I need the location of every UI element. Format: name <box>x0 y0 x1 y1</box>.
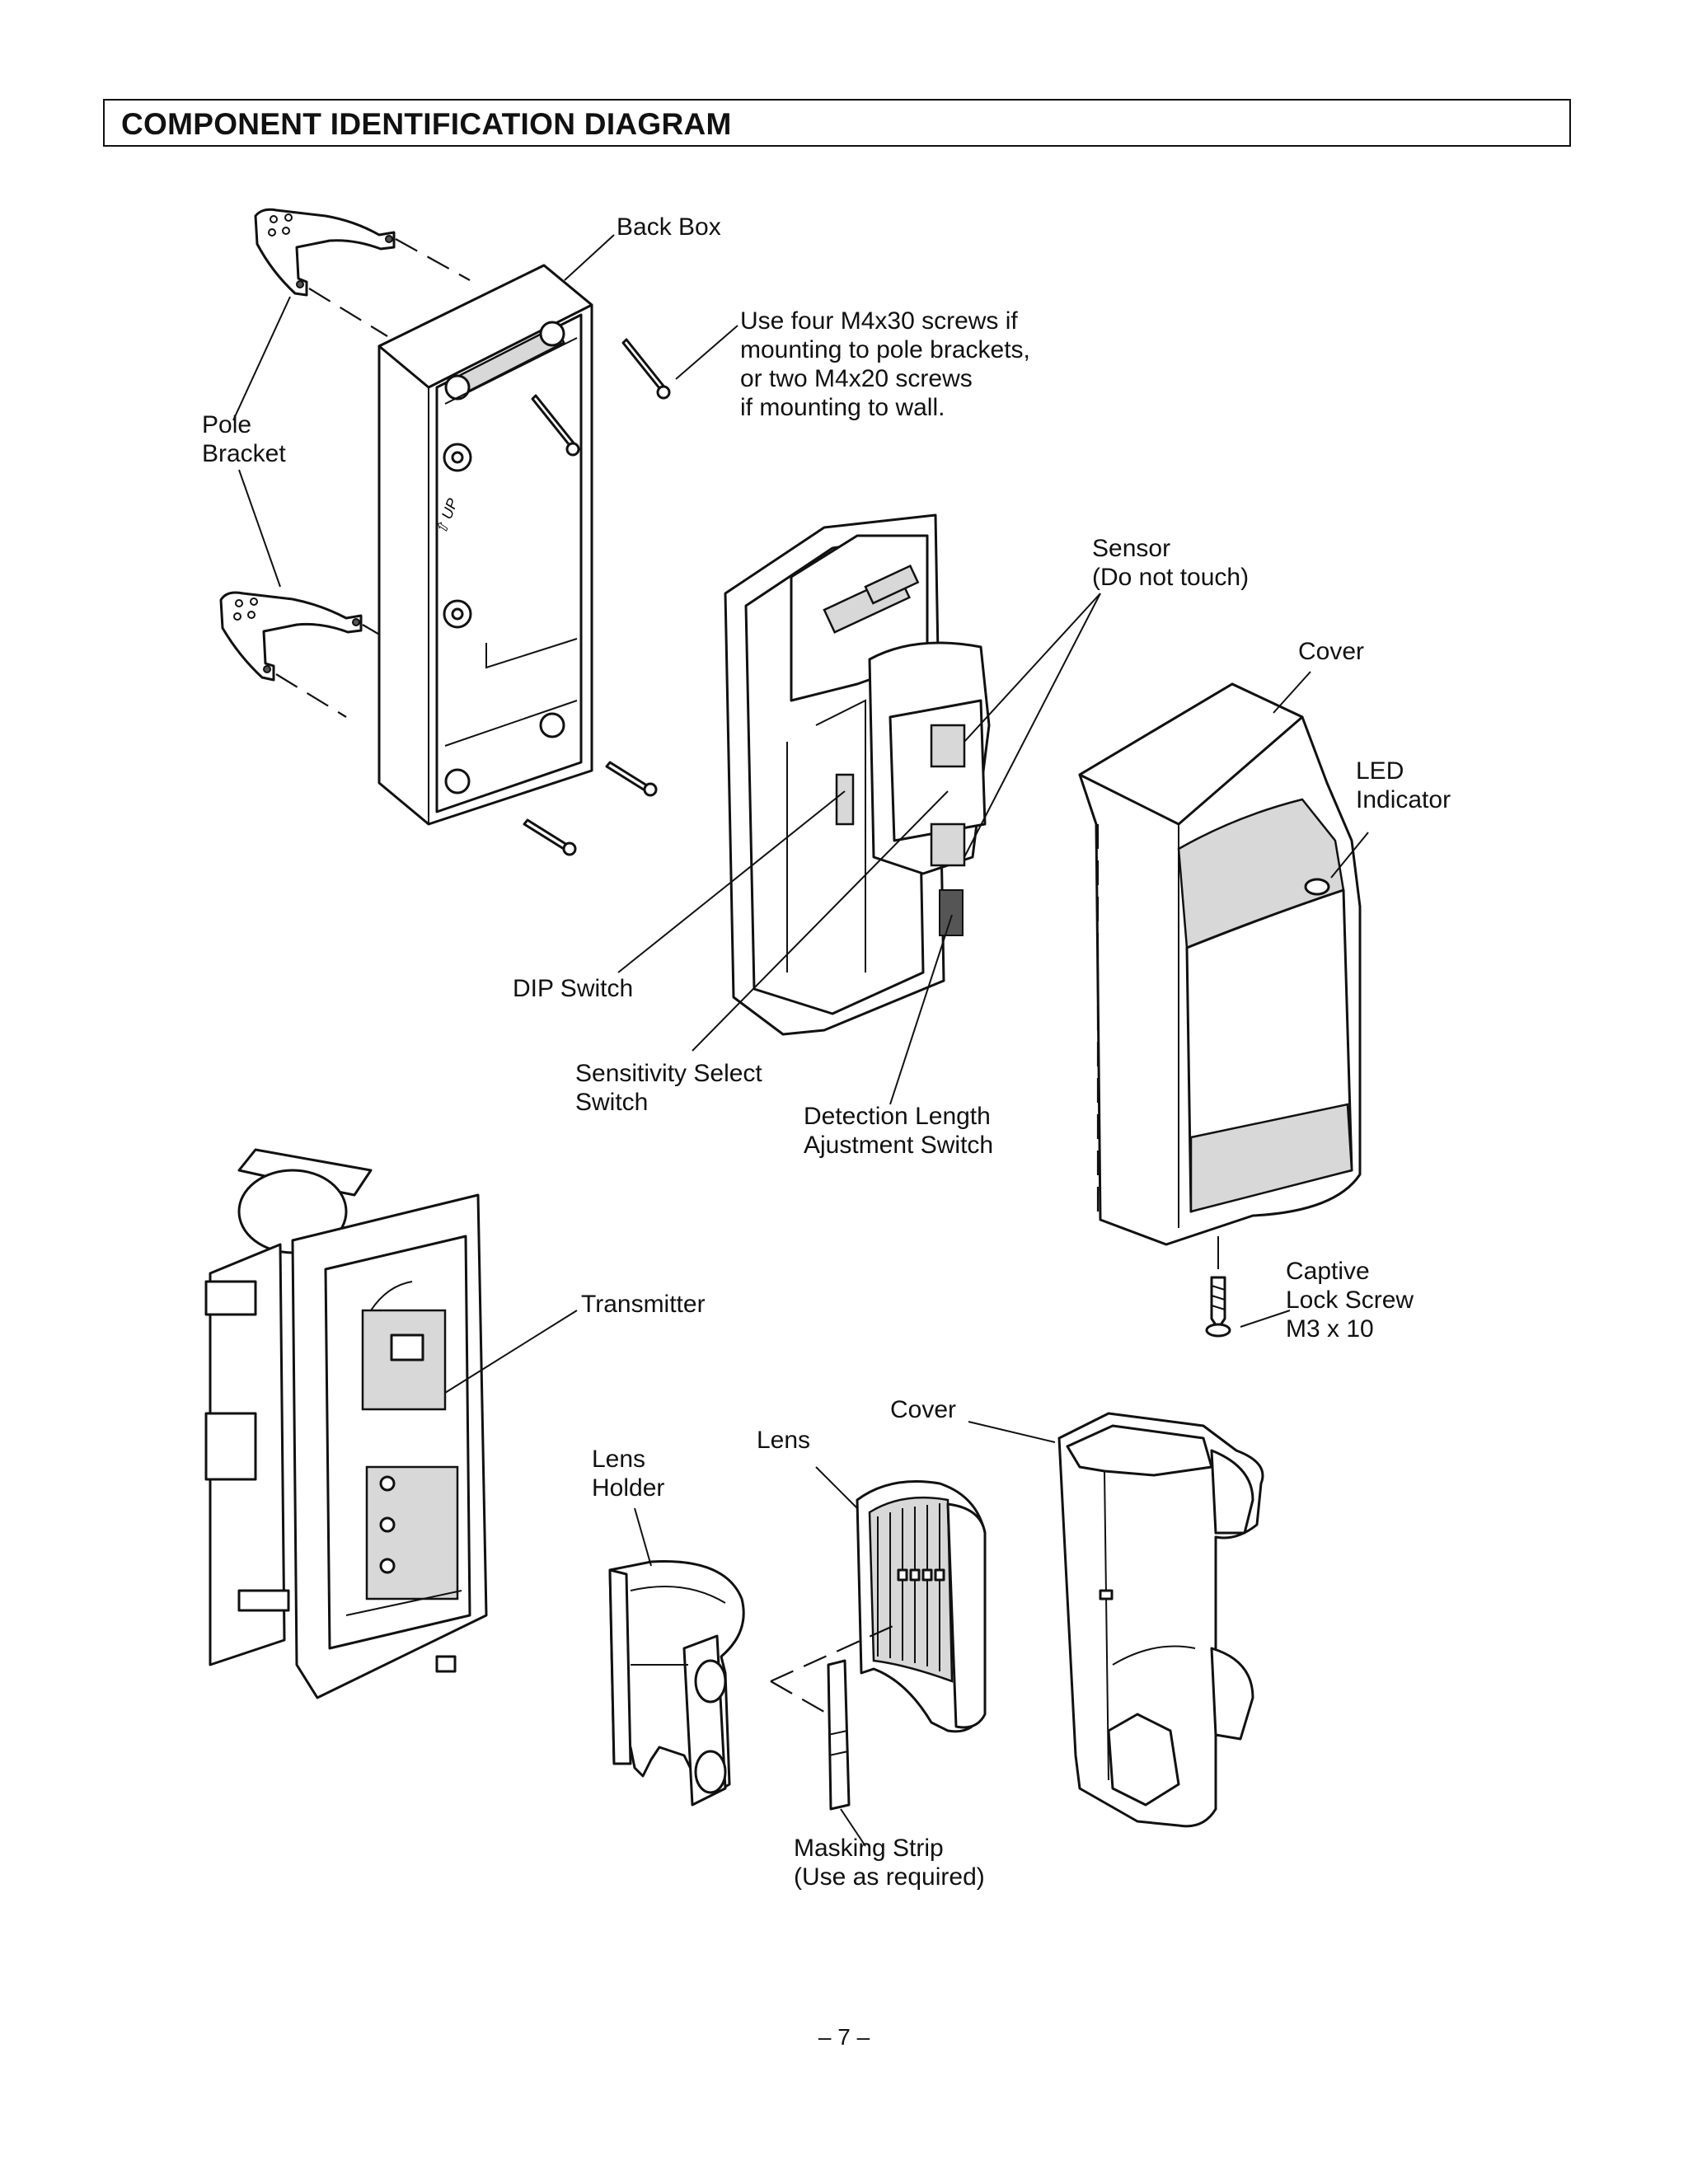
label-detection-switch: Detection Length Ajustment Switch <box>804 1103 994 1159</box>
leader-captive-screw <box>1240 1310 1291 1328</box>
label-back-box: Back Box <box>617 213 721 241</box>
page-title: COMPONENT IDENTIFICATION DIAGRAM <box>121 107 732 141</box>
label-pole-bracket: Pole Bracket <box>202 411 286 467</box>
leader-sensor-2 <box>964 593 1101 858</box>
label-led-indicator: LED Indicator <box>1356 757 1451 813</box>
leader-led <box>1330 832 1369 879</box>
dash-bracket-upper-1 <box>395 238 471 281</box>
transmitter <box>204 1148 488 1699</box>
pole-bracket-lower <box>219 591 363 682</box>
lens <box>856 1480 987 1733</box>
leader-masking-strip <box>840 1808 866 1847</box>
leader-sensitivity <box>692 790 949 1052</box>
leader-cover-bottom <box>968 1421 1056 1443</box>
leader-lens-holder <box>634 1507 652 1567</box>
leader-transmitter <box>444 1310 578 1394</box>
captive-lock-screw <box>1205 1236 1231 1338</box>
label-transmitter: Transmitter <box>581 1291 706 1318</box>
leader-dip-switch <box>617 790 846 973</box>
leader-cover-top <box>1273 671 1311 714</box>
label-lens: Lens <box>757 1427 811 1454</box>
back-box <box>377 264 593 826</box>
label-cover-bottom: Cover <box>890 1396 957 1423</box>
leader-pole-bracket-down <box>238 469 281 588</box>
leader-back-box <box>564 234 615 281</box>
leader-detection <box>889 914 953 1105</box>
dash-masking-strip-2 <box>770 1680 829 1715</box>
label-screws-note: Use four M4x30 screws if mounting to pol… <box>740 307 1030 421</box>
label-cover-top: Cover <box>1298 638 1365 665</box>
label-dip-switch: DIP Switch <box>513 975 634 1002</box>
leader-screws <box>675 325 738 380</box>
label-lens-holder: Lens Holder <box>592 1446 665 1502</box>
leader-sensor-1 <box>964 593 1101 743</box>
cover-upper <box>1078 682 1362 1246</box>
label-sensor: Sensor (Do not touch) <box>1092 535 1250 591</box>
label-sensitivity-switch: Sensitivity Select Switch <box>575 1060 762 1116</box>
lens-holder <box>608 1560 745 1807</box>
label-masking-strip: Masking Strip (Use as required) <box>794 1835 985 1891</box>
title-box: COMPONENT IDENTIFICATION DIAGRAM <box>103 99 1571 147</box>
page-number: – 7 – <box>818 2024 870 2050</box>
pole-bracket-upper <box>254 208 396 297</box>
dash-bracket-upper-2 <box>308 288 388 337</box>
leader-pole-bracket-up <box>232 296 291 421</box>
dash-bracket-lower-2 <box>275 673 347 718</box>
detector-unit <box>724 513 991 1036</box>
cover-lower <box>1057 1412 1264 1828</box>
dash-masking-strip-1 <box>770 1622 899 1683</box>
label-captive-screw: Captive Lock Screw M3 x 10 <box>1286 1258 1414 1343</box>
mounting-screws <box>523 338 671 856</box>
masking-strip <box>827 1659 851 1811</box>
leader-lens <box>815 1466 858 1509</box>
